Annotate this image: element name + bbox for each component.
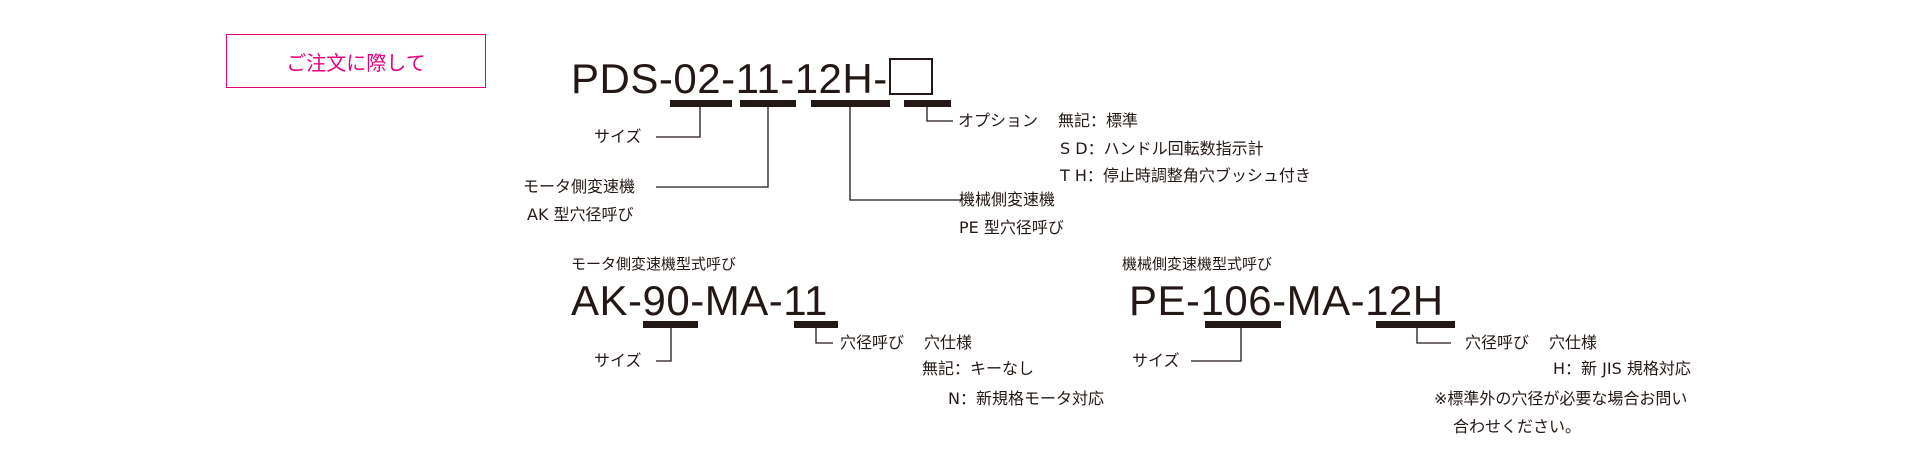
ak-spec-code: N：: [948, 389, 976, 408]
underline-pe-bore: [1376, 321, 1455, 328]
option-code: T H：: [1060, 166, 1103, 185]
underline-main-size: [670, 100, 732, 107]
main-model-code: PDS-02-11-12H-: [571, 58, 933, 100]
main-code-dash-3: -: [873, 55, 888, 102]
ak-code-series: AK-: [571, 277, 643, 324]
pe-spec-new-jis: H：新 JIS 規格対応: [1553, 361, 1691, 377]
main-code-machine-bore: 12H: [794, 55, 874, 102]
machine-side-sub: PE 型穴径呼び: [959, 218, 1064, 237]
underline-main-motor: [740, 100, 796, 107]
underline-main-option: [904, 100, 951, 107]
option-box: [888, 58, 933, 95]
leader-ak-bore: [815, 328, 833, 344]
ak-spec-label: 穴仕様: [924, 333, 973, 352]
underline-main-machine: [811, 100, 890, 107]
pe-note-line-1: ※標準外の穴径が必要な場合お問い: [1434, 389, 1688, 408]
motor-side-title: モータ側変速機: [523, 177, 636, 196]
pe-code-size: 106: [1200, 277, 1273, 324]
ak-spec-code: 無記：: [922, 359, 971, 378]
ak-bore-label: 穴径呼び: [840, 333, 905, 352]
main-size-label: サイズ: [594, 127, 642, 146]
machine-side-title: 機械側変速機: [959, 190, 1056, 209]
leader-main-size: [656, 107, 701, 138]
ak-spec-keyless: 無記：キーなし: [922, 361, 1034, 377]
ak-title: モータ側変速機型式呼び: [571, 255, 737, 273]
option-desc: 停止時調整角穴ブッシュ付き: [1102, 166, 1311, 185]
leader-main-machine: [849, 107, 962, 201]
pe-spec-code: H：: [1553, 359, 1582, 378]
underline-ak-bore: [794, 321, 838, 328]
leader-main-option: [926, 107, 953, 122]
pe-code-series: PE-: [1129, 277, 1201, 324]
pe-size-label: サイズ: [1132, 351, 1180, 370]
main-code-size: 02: [673, 55, 722, 102]
pe-model-code: PE-106-MA-12H: [1129, 280, 1444, 322]
option-title: オプション: [958, 111, 1039, 130]
pe-note-line-2: 合わせください。: [1453, 417, 1582, 436]
order-notes-badge: ご注文に際して: [226, 34, 486, 88]
pe-code-mid: -MA-: [1272, 277, 1366, 324]
option-code: 無記：: [1058, 111, 1107, 130]
ak-spec-desc: 新規格モータ対応: [975, 389, 1104, 408]
leader-main-motor: [656, 107, 769, 188]
underline-ak-size: [643, 321, 698, 328]
leader-pe-size: [1191, 328, 1242, 362]
ak-code-mid: -MA-: [690, 277, 784, 324]
underline-pe-size: [1205, 321, 1281, 328]
main-code-dash-1: -: [721, 55, 736, 102]
option-desc: 標準: [1106, 111, 1139, 130]
main-code-series: PDS-: [571, 55, 674, 102]
ak-code-bore: 11: [783, 277, 828, 324]
ak-code-size: 90: [642, 277, 691, 324]
pe-bore-label: 穴径呼び: [1465, 333, 1530, 352]
ak-spec-new-motor: N：新規格モータ対応: [948, 391, 1104, 407]
motor-side-sub: AK 型穴径呼び: [527, 205, 634, 224]
main-code-motor-bore: 11: [735, 55, 781, 102]
option-item-standard: 無記：標準: [1058, 113, 1138, 129]
option-desc: ハンドル回転数指示計: [1103, 139, 1264, 158]
leader-pe-bore: [1416, 328, 1451, 344]
option-code: S D：: [1060, 139, 1104, 158]
option-item-th: T H：停止時調整角穴ブッシュ付き: [1060, 168, 1311, 184]
ak-spec-desc: キーなし: [970, 359, 1035, 378]
pe-code-bore: 12H: [1365, 277, 1444, 324]
ak-model-code: AK-90-MA-11: [571, 280, 828, 322]
pe-title: 機械側変速機型式呼び: [1122, 255, 1273, 273]
leader-ak-size: [656, 328, 672, 362]
main-code-dash-2: -: [780, 55, 795, 102]
pe-spec-desc: 新 JIS 規格対応: [1581, 359, 1691, 378]
ak-size-label: サイズ: [594, 351, 642, 370]
option-item-sd: S D：ハンドル回転数指示計: [1060, 141, 1264, 157]
pe-spec-label: 穴仕様: [1549, 333, 1598, 352]
